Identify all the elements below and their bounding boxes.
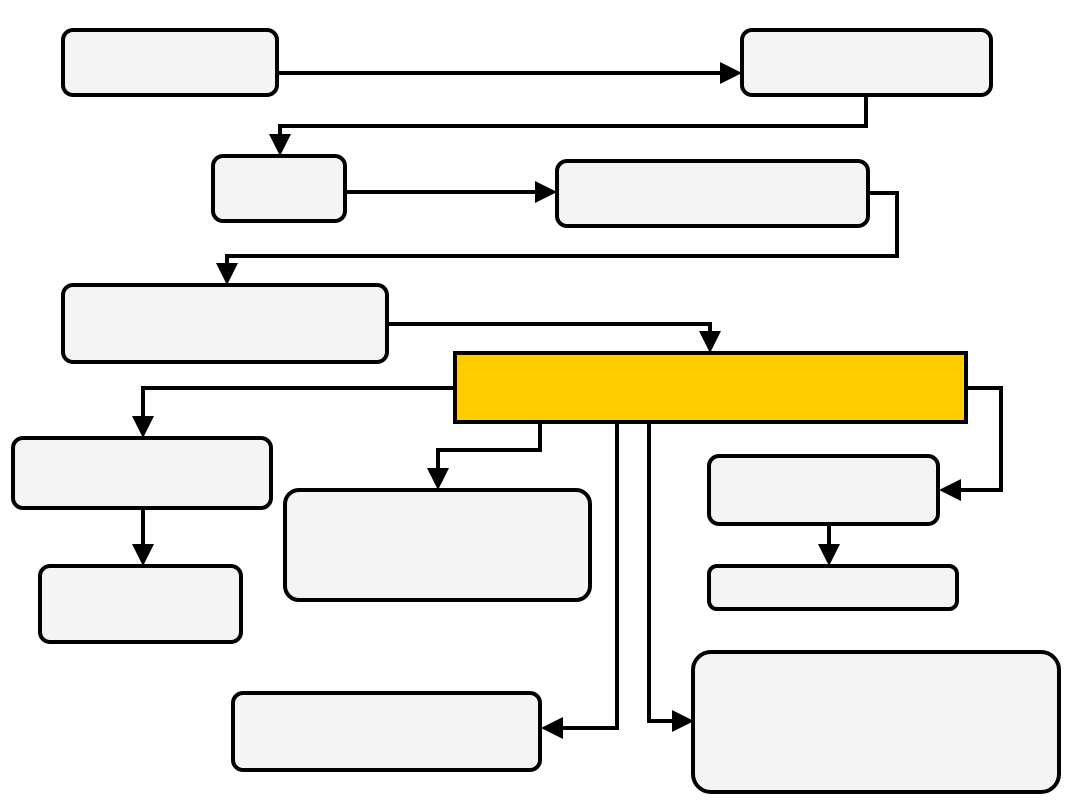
node-n9-box [283,488,592,602]
node-n5 [61,283,389,364]
node-n8 [38,564,243,644]
connector-n5-hub [387,322,712,335]
node-n4-box [555,159,870,228]
connectors [141,71,1003,730]
arrowhead-n9 [427,468,449,490]
arrowhead-n13 [672,710,694,732]
connector-n2-n3 [278,95,868,138]
node-n2-box [740,28,993,97]
connector-n4-n5 [225,191,899,266]
connector-hub-n7 [141,386,455,419]
node-n13-box [691,650,1061,794]
arrowhead-hub [699,331,721,353]
node-n12 [231,691,542,772]
node-n1-box [61,28,279,97]
node-n5-box [61,283,389,364]
arrowheads [132,62,961,739]
arrowhead-n10 [939,479,961,501]
node-n12-box [231,691,542,772]
arrowhead-n3 [269,134,291,156]
connector-hub-n13 [647,422,674,723]
node-n13 [691,650,1061,794]
node-n8-box [38,564,243,644]
node-n7-box [11,436,273,510]
arrowhead-n11 [818,544,840,566]
node-n1 [61,28,279,97]
node-n2 [740,28,993,97]
node-n7 [11,436,273,510]
connector-hub-n12 [562,422,619,730]
arrowhead-n8 [132,544,154,566]
nodes [11,28,1061,794]
node-n10-box [707,454,940,526]
node-hub-box [453,351,968,424]
node-n4 [555,159,870,228]
arrowhead-n4 [535,181,557,203]
node-n3-box [211,154,347,223]
connector-hub-n9 [436,422,542,471]
connector-hub-n10 [959,386,1003,492]
arrowhead-n7 [132,416,154,438]
node-n10 [707,454,940,526]
node-n11-box [707,564,959,611]
arrowhead-n5 [216,263,238,285]
node-n11 [707,564,959,611]
node-hub [453,351,968,424]
node-n9 [283,488,592,602]
node-n3 [211,154,347,223]
arrowhead-n2 [720,62,742,84]
arrowhead-n12 [541,717,563,739]
